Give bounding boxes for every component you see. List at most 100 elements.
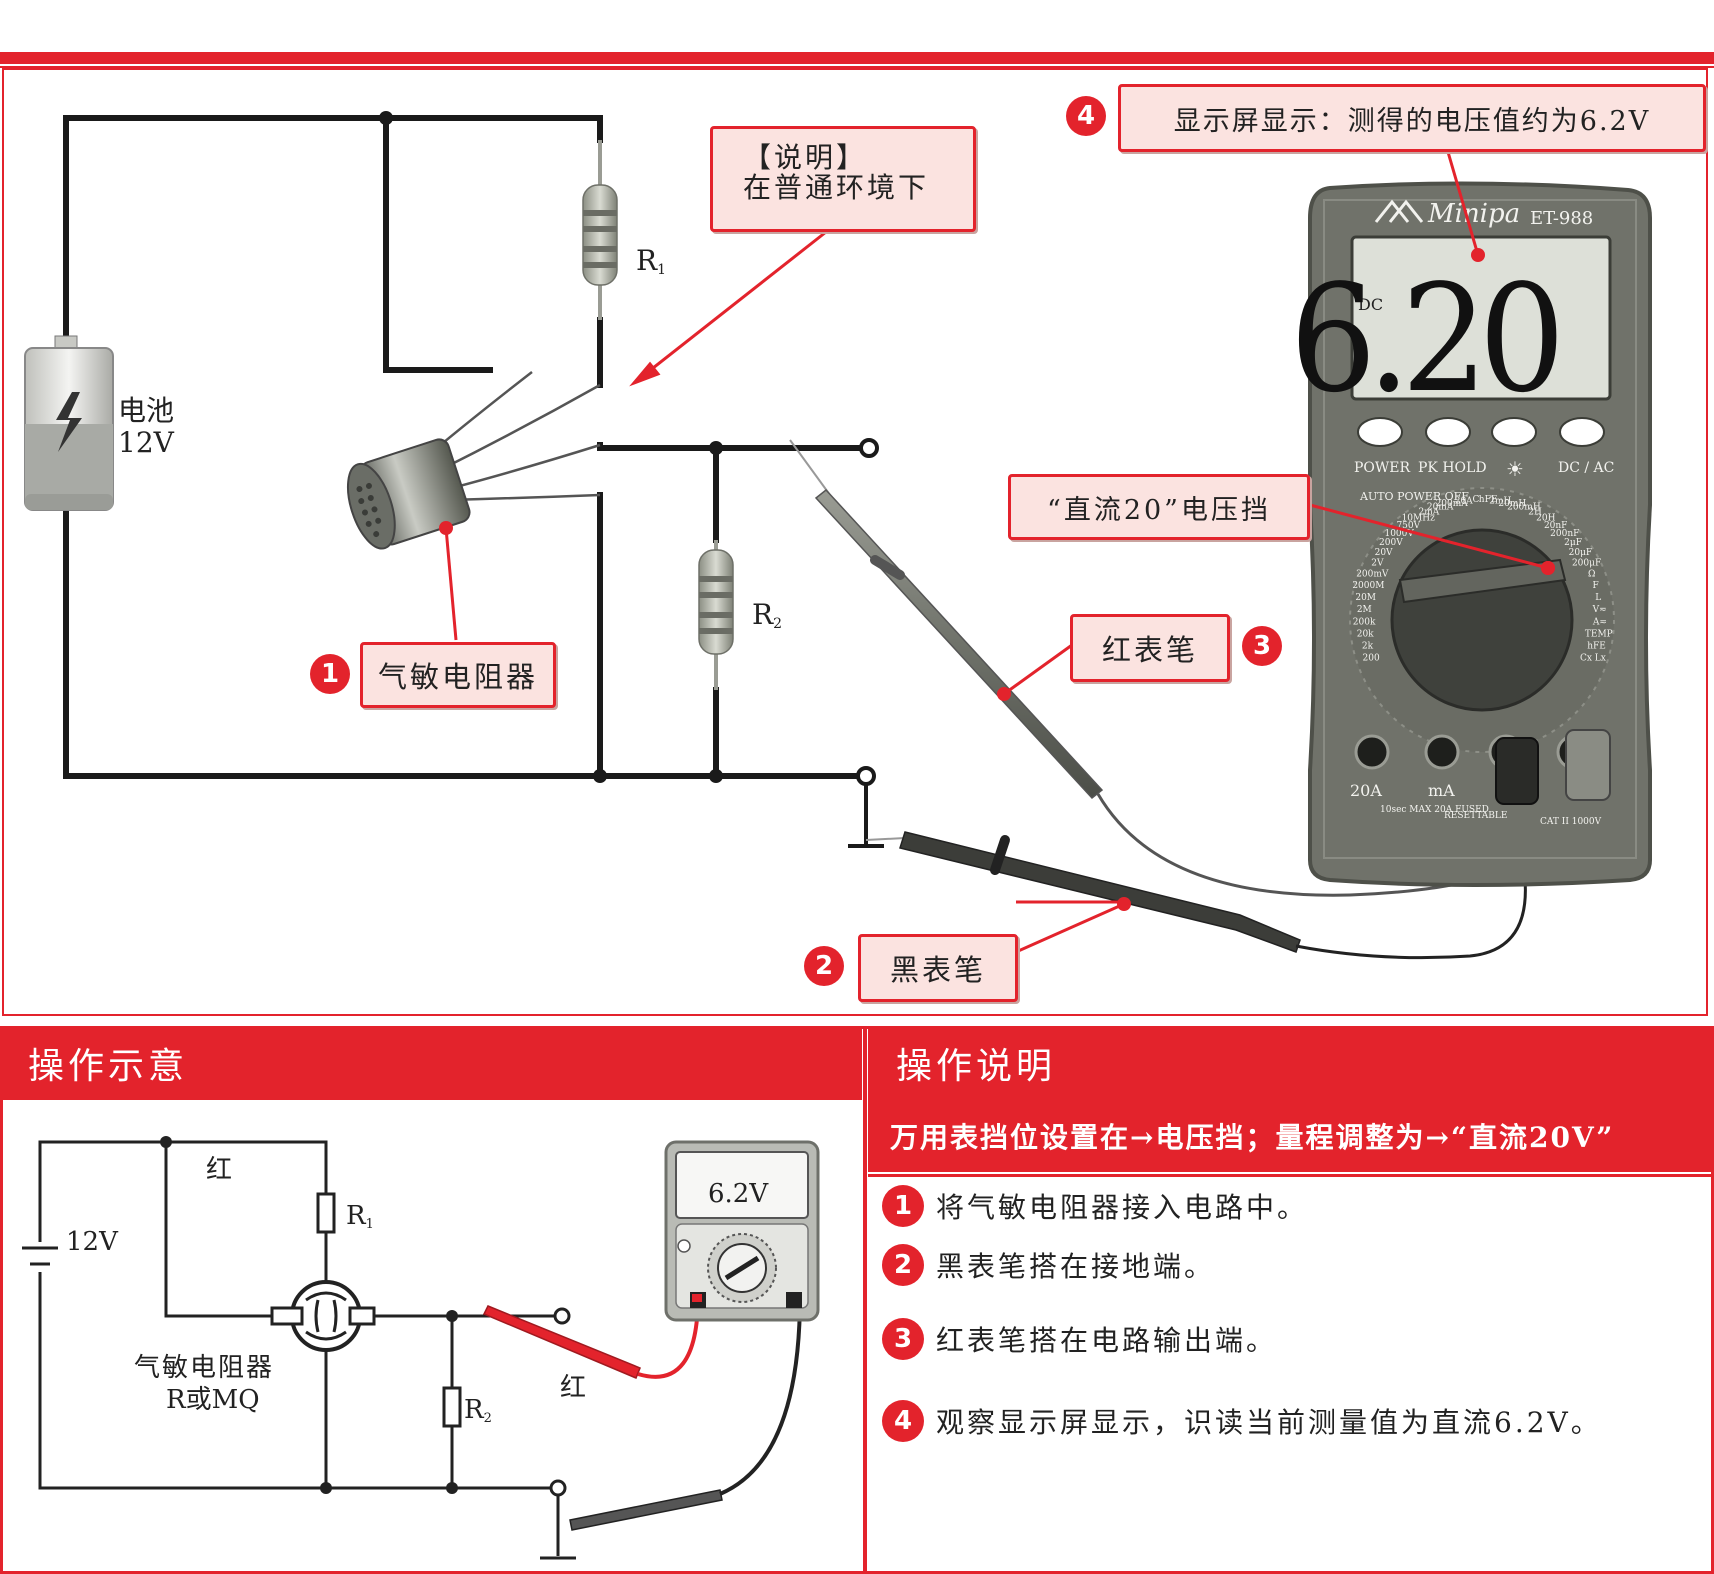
meter-jack-20a[interactable]: 20A	[1350, 781, 1382, 800]
battery-label-name: 电池	[118, 394, 174, 427]
multimeter	[1308, 181, 1652, 887]
step-2-badge: 2	[882, 1244, 924, 1286]
main-diagram-frame	[2, 68, 1708, 1016]
dial-label: 2μF	[1564, 538, 1582, 548]
main-circuit-diagram: R1 R2 电池 12V	[24, 111, 1652, 960]
dial-label: 200μF	[1572, 558, 1601, 568]
note-title: 【说明】	[743, 141, 868, 174]
dial-label: 20A	[1455, 496, 1473, 506]
right-panel-subtitle: 万用表挡位设置在→电压挡；量程调整为→“直流20V”	[868, 1100, 1714, 1172]
meter-display-mode: DC	[1358, 295, 1383, 314]
step-2-text: 黑表笔搭在接地端。	[936, 1250, 1216, 1283]
callout-gas-sensor: 气敏电阻器	[360, 642, 556, 708]
schematic-diagram: 12V 红 R1 R2 气敏电阻器 R或MQ 红 6.2V	[22, 1136, 820, 1560]
right-panel-subtitle-rule	[868, 1174, 1714, 1177]
step-4: 4 观察显示屏显示，识读当前测量值为直流6.2V。	[882, 1400, 1602, 1442]
right-panel-title: 操作说明	[868, 1026, 1714, 1100]
dial-label: 20μF	[1569, 548, 1593, 558]
dial-label: 200mH	[1507, 503, 1541, 513]
dial-label: 2mH	[1489, 496, 1511, 506]
dial-label: 200V	[1379, 538, 1403, 548]
step-4-text: 观察显示屏显示，识读当前测量值为直流6.2V。	[936, 1406, 1602, 1439]
dial-label: Ω	[1588, 570, 1595, 580]
schematic-red-probe-label: 红	[560, 1373, 586, 1403]
dial-label: TEMP	[1585, 630, 1613, 640]
dial-label: 200nF	[1550, 529, 1579, 539]
dial-label: F	[1592, 581, 1598, 591]
step-1-badge: 1	[882, 1185, 924, 1227]
dial-label: 200k	[1353, 618, 1376, 628]
schematic-sensor-label-code: R或MQ	[166, 1385, 260, 1415]
dial-label: 2V	[1371, 558, 1384, 568]
schematic-battery-label: 12V	[66, 1227, 119, 1257]
battery-label-voltage: 12V	[118, 426, 175, 459]
analog-meter-reading: 6.2V	[708, 1179, 769, 1209]
r2-label: R2	[752, 598, 782, 632]
resistor-r2	[698, 540, 734, 690]
callout-badge-4: 4	[1066, 96, 1106, 136]
meter-cat-text: CAT II 1000V	[1540, 817, 1602, 827]
dial-label: 2k	[1362, 642, 1374, 652]
dial-label: hFE	[1587, 642, 1606, 652]
callout-badge-2: 2	[804, 946, 844, 986]
meter-dial-labels: 2002k20k200k2M20M2000M200mV2V20V200V1000…	[1352, 495, 1612, 663]
dial-label: V≂	[1592, 605, 1607, 615]
callout-dc20-range: “直流20”电压挡	[1008, 474, 1310, 540]
dial-label: 750V	[1396, 521, 1420, 531]
meter-button-pk-hold[interactable]: PK HOLD	[1418, 460, 1487, 476]
step-4-badge: 4	[882, 1400, 924, 1442]
resistor-r1	[582, 140, 618, 320]
dial-label: 2M	[1357, 605, 1372, 615]
meter-jack-ma[interactable]: mA	[1428, 781, 1455, 800]
dial-label: 2H	[1528, 508, 1542, 518]
note-text: 在普通环境下	[743, 171, 930, 204]
callout-red-probe: 红表笔	[1070, 614, 1230, 682]
step-3-text: 红表笔搭在电路输出端。	[936, 1324, 1278, 1357]
step-2: 2 黑表笔搭在接地端。	[882, 1244, 1215, 1286]
dial-label: C	[1472, 495, 1479, 505]
dial-label: 20M	[1355, 593, 1376, 603]
meter-fused-text: 10sec MAX 20A FUSED	[1380, 805, 1489, 815]
dial-label: 20H	[1536, 514, 1555, 524]
meter-resettable-text: RESETTABLE	[1444, 811, 1507, 821]
dial-label: 1000V	[1384, 529, 1414, 539]
battery	[24, 335, 114, 511]
header-band-line	[0, 66, 1714, 68]
note-box: 【说明】 在普通环境下	[710, 126, 976, 232]
schematic-red-wire-label: 红	[206, 1155, 232, 1185]
black-probe	[865, 770, 1527, 960]
meter-button-power[interactable]: POWER	[1354, 460, 1411, 476]
meter-brand: Minipa	[1427, 199, 1520, 229]
meter-auto-power-off: AUTO POWER OFF	[1359, 490, 1469, 503]
meter-display-value: 6.20	[1290, 253, 1557, 426]
schematic-r1-label: R1	[346, 1201, 374, 1232]
callout-display-reading: 显示屏显示：测得的电压值约为6.2V	[1118, 84, 1706, 152]
schematic-sensor-label-name: 气敏电阻器	[134, 1353, 274, 1383]
analog-multimeter	[664, 1140, 820, 1322]
callout-black-probe: 黑表笔	[858, 934, 1018, 1002]
gas-sensor	[346, 438, 471, 550]
dial-label: 20mA	[1427, 503, 1454, 513]
step-1: 1 将气敏电阻器接入电路中。	[882, 1185, 1308, 1227]
schematic-gas-sensor	[270, 1280, 376, 1352]
step-1-text: 将气敏电阻器接入电路中。	[936, 1191, 1309, 1224]
dial-label: A≂	[1592, 618, 1607, 628]
dial-label: 20nF	[1544, 521, 1568, 531]
header-band	[0, 52, 1714, 64]
dial-label: 10MHz	[1402, 514, 1436, 524]
dial-label: 20k	[1357, 630, 1374, 640]
dial-label: 20mH	[1498, 499, 1526, 509]
dial-label: Cx Lx	[1580, 653, 1606, 663]
meter-button-dc-ac[interactable]: DC / AC	[1558, 460, 1614, 476]
schematic-r2-label: R2	[464, 1395, 492, 1426]
meter-button-backlight[interactable]: ☀	[1506, 457, 1524, 481]
step-3: 3 红表笔搭在电路输出端。	[882, 1318, 1277, 1360]
left-panel-title: 操作示意	[0, 1026, 862, 1100]
r1-label: R1	[636, 244, 666, 278]
dial-label: 20V	[1375, 548, 1393, 558]
callout-badge-3: 3	[1242, 626, 1282, 666]
dial-label: 200mV	[1356, 570, 1389, 580]
dial-label: 2mA	[1419, 508, 1440, 518]
meter-model: ET-988	[1530, 208, 1593, 229]
dial-label: hFE	[1479, 495, 1498, 505]
